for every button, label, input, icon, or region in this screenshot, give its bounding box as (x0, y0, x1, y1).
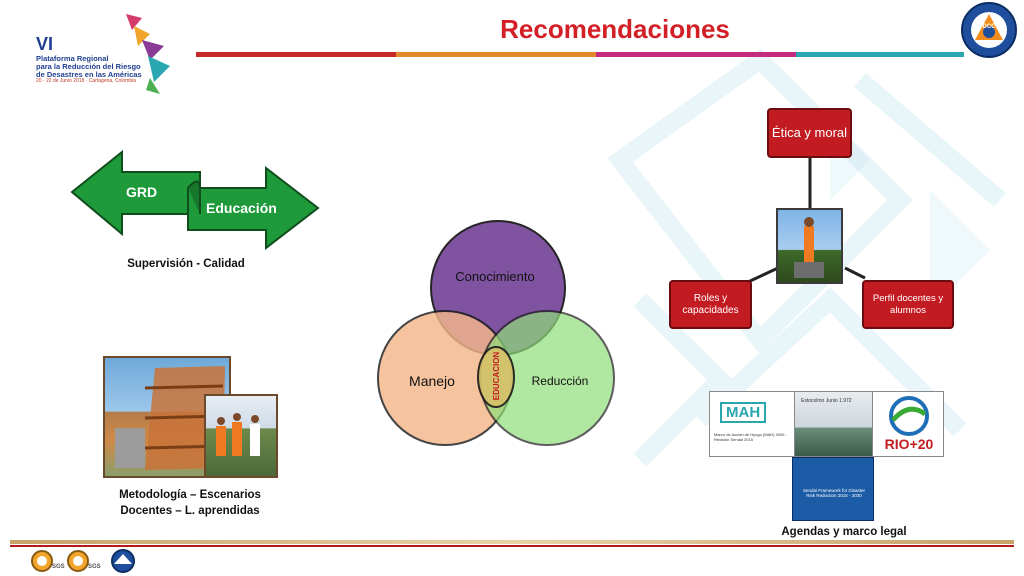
defensa-civil-seal-icon (961, 2, 1017, 58)
hub-center-photo (776, 208, 843, 284)
arrow-grd-label: GRD (126, 184, 158, 200)
supervision-caption: Supervisión - Calidad (127, 258, 245, 270)
mah-title: MAH (720, 402, 767, 423)
platform-logo (30, 12, 195, 96)
sgs-badge-label-1: SGS (52, 564, 65, 570)
arrow-education-label: Educación (206, 200, 277, 216)
mah-subtitle: Marco de Acción de Hyogo (MAH) 2005 - Re… (714, 432, 787, 442)
sendai-document: Sendai Framework for Disaster Risk Reduc… (792, 457, 874, 521)
logo-line-1: Plataforma Regional (36, 54, 109, 63)
seal-abbr: DCC (982, 24, 996, 30)
node-etica-moral: Ética y moral (767, 108, 852, 158)
rio-logo-icon (889, 396, 929, 436)
estocolmo-title: Estocolmo Junio 1.972 (801, 398, 852, 404)
footer-bar-accent (10, 545, 1014, 547)
venn-label-manejo: Manejo (409, 373, 455, 389)
venn-label-educacion: EDUCACION (492, 351, 501, 401)
agendas-caption: Agendas y marco legal (781, 526, 907, 538)
certification-seal-icon (111, 549, 135, 573)
venn-center (477, 346, 515, 408)
rescuers-photo (204, 394, 278, 478)
footer-bar (10, 540, 1014, 544)
sgs-badge-label-2: SGS (88, 564, 101, 570)
logo-mark-icon (126, 14, 170, 94)
logo-date: 20 · 22 de Junio 2018 · Cartagena, Colom… (36, 78, 137, 84)
venn-label-reduccion: Reducción (531, 374, 589, 388)
mah-document: MAH Marco de Acción de Hyogo (MAH) 2005 … (709, 391, 795, 457)
sgs-badge-icon (31, 550, 53, 572)
hub-connectors (747, 158, 866, 284)
methodology-caption-2: Docentes – L. aprendidas (120, 505, 260, 517)
header-color-bar (196, 52, 964, 57)
estocolmo-document: Estocolmo Junio 1.972 (794, 391, 874, 457)
rio-document: RIO+20 (872, 391, 944, 457)
sgs-badge-2-icon (67, 550, 89, 572)
sendai-title: Sendai Framework for Disaster Risk Reduc… (802, 488, 866, 498)
logo-line-3: de Desastres en las Américas (36, 70, 142, 79)
grd-education-arrows (70, 150, 320, 250)
node-perfil-docentes: Perfil docentes y alumnos (862, 280, 954, 329)
venn-label-conocimiento: Conocimiento (455, 269, 535, 284)
page-title: Recomendaciones (500, 14, 730, 44)
logo-line-2: para la Reducción del Riesgo (36, 62, 141, 71)
logo-vi: VI (36, 34, 54, 54)
rio-title: RIO+20 (884, 436, 934, 452)
venn-diagram (377, 220, 615, 446)
node-roles-capacidades: Roles y capacidades (669, 280, 752, 329)
methodology-caption-1: Metodología – Escenarios (119, 489, 261, 501)
